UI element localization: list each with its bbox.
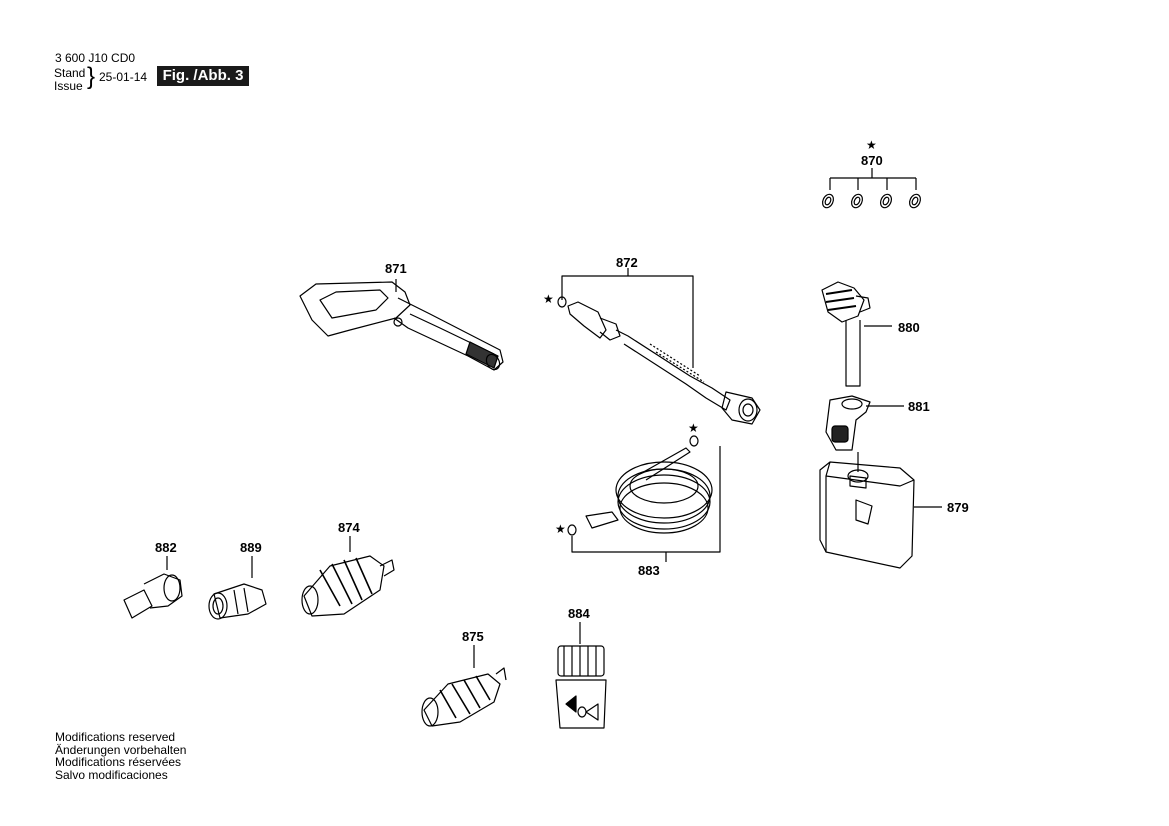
stand-label: Stand: [54, 66, 86, 80]
label-884: 884: [568, 606, 590, 621]
marker-872: ★: [543, 292, 554, 306]
note-de: Änderungen vorbehalten: [55, 742, 187, 757]
modification-notes: Modifications reserved Änderungen vorbeh…: [55, 731, 186, 781]
label-874: 874: [338, 520, 360, 535]
part-883-hose: [567, 435, 721, 562]
note-es: Salvo modificaciones: [55, 767, 168, 782]
part-875-turbo-nozzle: [421, 645, 507, 727]
issue-date: 25-01-14: [99, 70, 148, 84]
part-872-lance: [557, 268, 761, 425]
part-880-suction-tube: [821, 281, 892, 387]
part-884-hose-connector: [555, 622, 607, 729]
label-871: 871: [385, 261, 407, 276]
label-889: 889: [240, 540, 262, 555]
part-882-nozzle: [123, 556, 183, 619]
note-fr: Modifications réservées: [55, 755, 182, 769]
label-879: 879: [947, 500, 969, 515]
label-870: 870: [861, 153, 883, 168]
part-881-cap: [825, 395, 904, 451]
note-en: Modifications reserved: [55, 730, 176, 744]
label-882: 882: [155, 540, 177, 555]
marker-870: ★: [866, 138, 877, 152]
label-883: 883: [638, 563, 660, 578]
document-number: 3 600 J10 CD0: [55, 51, 136, 65]
part-879-tank: [819, 452, 942, 569]
marker-883-bottom: ★: [555, 522, 566, 536]
issue-label: Issue: [54, 79, 83, 93]
brace: }: [87, 63, 96, 90]
label-880: 880: [898, 320, 920, 335]
part-889-adapter: [208, 556, 267, 620]
label-875: 875: [462, 629, 484, 644]
figure-label: Fig. /Abb. 3: [157, 66, 249, 86]
part-871-spray-gun: [299, 279, 504, 371]
label-881: 881: [908, 399, 930, 414]
marker-883-top: ★: [688, 421, 699, 435]
part-874-rotary-nozzle: [301, 536, 395, 617]
label-872: 872: [616, 255, 638, 270]
part-870-o-rings: [821, 168, 922, 209]
